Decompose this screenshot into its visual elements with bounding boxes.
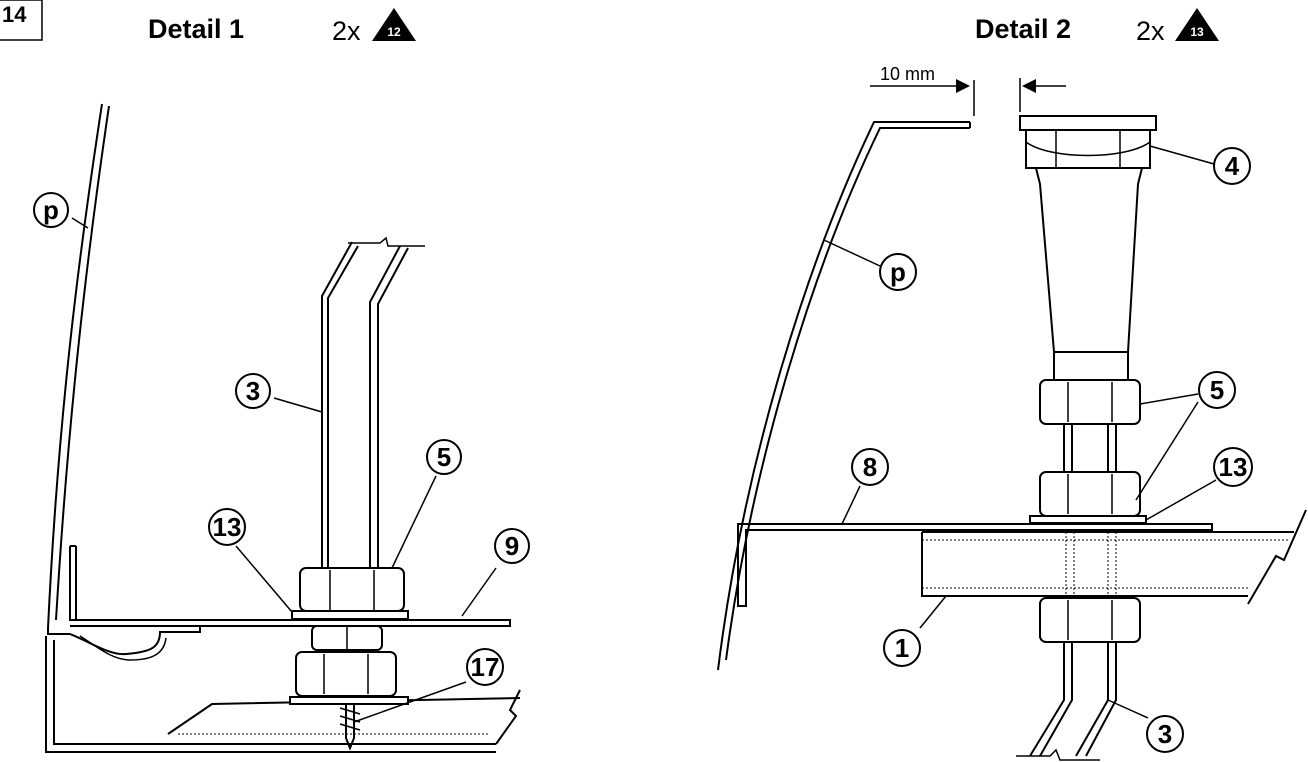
step-number-box: 14 (0, 0, 43, 41)
svg-text:5: 5 (1210, 375, 1224, 405)
detail2-heading: Detail 2 2x 13 (975, 8, 1219, 46)
detail2-bag-triangle-icon: 13 (1175, 8, 1219, 41)
detail2-callout-leg: 3 (1146, 715, 1184, 753)
svg-text:3: 3 (246, 376, 260, 406)
svg-text:p: p (890, 257, 906, 287)
svg-text:13: 13 (213, 512, 242, 542)
detail1-frame (45, 636, 496, 753)
detail2-callout-washer: 13 (1213, 447, 1253, 487)
detail1-washer (291, 610, 409, 620)
detail2-title: Detail 2 (975, 14, 1071, 44)
detail1-drawing (45, 103, 521, 753)
detail1-screw (345, 704, 355, 751)
detail2-callout-plate: 8 (851, 448, 889, 486)
svg-text:5: 5 (437, 442, 451, 472)
detail1-bag-number: 12 (387, 25, 401, 39)
svg-text:3: 3 (1158, 719, 1172, 749)
detail1-nut-small (311, 625, 383, 651)
detail2-quantity: 2x (1136, 16, 1165, 46)
detail2-panel-outer (717, 121, 970, 671)
detail2-panel-inner (725, 127, 970, 661)
detail1-clip (69, 626, 201, 656)
svg-text:p: p (43, 195, 59, 225)
svg-text:13: 13 (1219, 452, 1248, 482)
svg-text:1: 1 (895, 633, 909, 663)
detail2-plate (737, 523, 1213, 607)
detail2-foot (1019, 115, 1157, 381)
detail1-lower-washer (289, 696, 409, 705)
detail2-dimension-label: 10 mm (880, 64, 935, 84)
detail1-callout-screw: 17 (466, 648, 504, 686)
detail1-panel-inner (55, 105, 110, 621)
detail1-callout-panel: p (33, 192, 69, 228)
detail2-nut-bottom (1039, 597, 1141, 643)
detail1-callout-leg: 3 (235, 373, 271, 409)
svg-text:9: 9 (505, 531, 519, 561)
detail1-bag-triangle-icon: 12 (372, 8, 416, 41)
detail2-washer (1029, 515, 1147, 524)
detail2-callout-foot: 4 (1213, 147, 1251, 185)
detail2-dimension: 10 mm (870, 64, 1066, 116)
detail1-nut-lower (295, 651, 397, 697)
detail1-nut-upper (299, 567, 405, 612)
detail2-callout-board: 1 (883, 629, 921, 667)
detail1-quantity: 2x (332, 16, 361, 46)
detail1-heading: Detail 1 2x 12 (148, 8, 416, 46)
step-number: 14 (2, 2, 27, 27)
detail1-panel-outer (47, 103, 103, 629)
detail2-drawing: 10 mm (717, 64, 1307, 761)
detail2-nut-upper (1039, 379, 1141, 425)
detail2-callout-nut: 5 (1198, 371, 1236, 409)
detail2-leg (1029, 642, 1065, 757)
svg-text:8: 8 (863, 452, 877, 482)
detail1-callout-plate: 9 (494, 528, 530, 564)
detail1-callout-nut: 5 (426, 439, 462, 475)
detail1-leg-left (321, 241, 353, 568)
detail1-title: Detail 1 (148, 14, 244, 44)
svg-text:4: 4 (1225, 151, 1240, 181)
detail2-bag-number: 13 (1190, 25, 1204, 39)
detail2-callout-panel: p (879, 253, 917, 291)
detail1-callout-washer: 13 (208, 508, 246, 546)
detail2-board (921, 509, 1307, 605)
detail2-nut-lower (1039, 471, 1141, 517)
detail1-bracket (69, 546, 511, 627)
svg-text:17: 17 (471, 652, 500, 682)
